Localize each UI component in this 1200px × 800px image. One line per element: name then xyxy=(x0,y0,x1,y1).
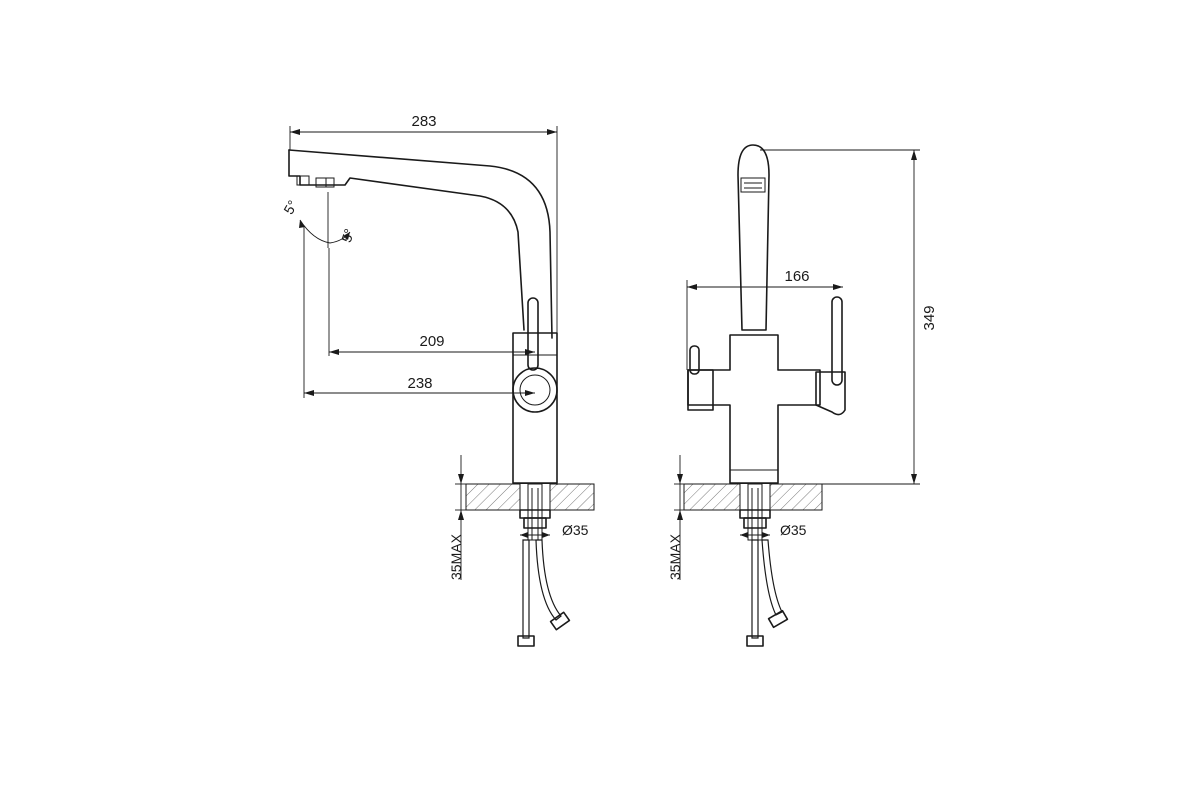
faucet-body-front xyxy=(687,296,846,484)
spout xyxy=(288,149,553,339)
dimension-349: 349 xyxy=(760,149,938,485)
front-diameter-label: Ø35 xyxy=(780,522,807,538)
dimension-35max-side-label: 35MAX xyxy=(448,533,464,580)
side-view: 283 5° 5° xyxy=(280,113,595,647)
dimension-238: 238 xyxy=(303,226,535,398)
dimension-238-label: 238 xyxy=(407,375,432,392)
dimension-35max-side: 35MAX xyxy=(448,455,470,580)
dimension-349-label: 349 xyxy=(921,305,938,330)
hoses-side xyxy=(517,539,571,647)
dimension-209-label: 209 xyxy=(419,333,444,350)
countertop-side xyxy=(465,483,595,511)
dimension-35max-front-label: 35MAX xyxy=(667,533,683,580)
front-view: 349 166 xyxy=(667,144,938,647)
dimension-283-label: 283 xyxy=(411,113,436,130)
spout-column-front xyxy=(737,144,770,331)
dimension-283: 283 xyxy=(289,113,558,485)
dimension-209: 209 xyxy=(328,248,535,356)
dimension-35max-front: 35MAX xyxy=(667,455,688,580)
countertop-front xyxy=(683,483,823,511)
mounting-stud-front: Ø35 xyxy=(739,483,807,541)
side-diameter-label: Ø35 xyxy=(562,522,589,538)
hoses-front xyxy=(746,539,789,647)
swivel-angle-marks: 5° 5° xyxy=(280,192,357,248)
swivel-angle-right-label: 5° xyxy=(338,227,357,245)
dimension-166-label: 166 xyxy=(784,268,809,285)
faucet-body-side xyxy=(512,297,558,484)
swivel-angle-left-label: 5° xyxy=(280,197,301,217)
mounting-stud-side: Ø35 xyxy=(519,483,589,541)
dimension-166: 166 xyxy=(686,268,843,370)
